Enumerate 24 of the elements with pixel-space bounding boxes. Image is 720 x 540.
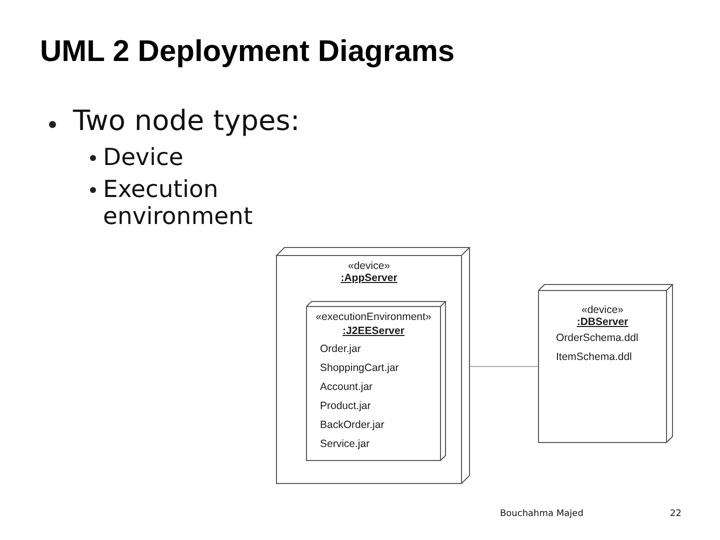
- stereotype-label: «executionEnvironment»: [316, 311, 432, 323]
- page-number: 22: [670, 508, 682, 520]
- author-name: Bouchahma Majed: [500, 508, 584, 520]
- artifact-label: OrderSchema.ddl: [556, 332, 638, 344]
- device-node: [538, 284, 673, 443]
- artifact-label: BackOrder.jar: [320, 419, 384, 431]
- artifact-label: Order.jar: [320, 343, 361, 355]
- node-name: :J2EEServer: [342, 325, 404, 337]
- node-name: :DBServer: [576, 316, 628, 328]
- artifact-label: ShoppingCart.jar: [320, 362, 399, 374]
- stereotype-label: «device»: [581, 304, 624, 316]
- artifact-label: Product.jar: [320, 400, 371, 412]
- bullet-text: Device: [103, 144, 184, 171]
- stereotype-label: «device»: [348, 260, 390, 272]
- artifact-label: ItemSchema.ddl: [556, 351, 632, 363]
- artifact-label: Account.jar: [320, 381, 373, 393]
- execution-environment-node: [306, 301, 446, 461]
- device-node: [276, 247, 470, 484]
- bullet-text: Execution environment: [103, 176, 254, 230]
- slide-title: UML 2 Deployment Diagrams: [40, 35, 455, 69]
- connector-line: [470, 366, 538, 367]
- artifact-label: Service.jar: [320, 438, 370, 450]
- node-name: :AppServer: [340, 272, 398, 284]
- bullet-text: Two node types:: [73, 105, 300, 137]
